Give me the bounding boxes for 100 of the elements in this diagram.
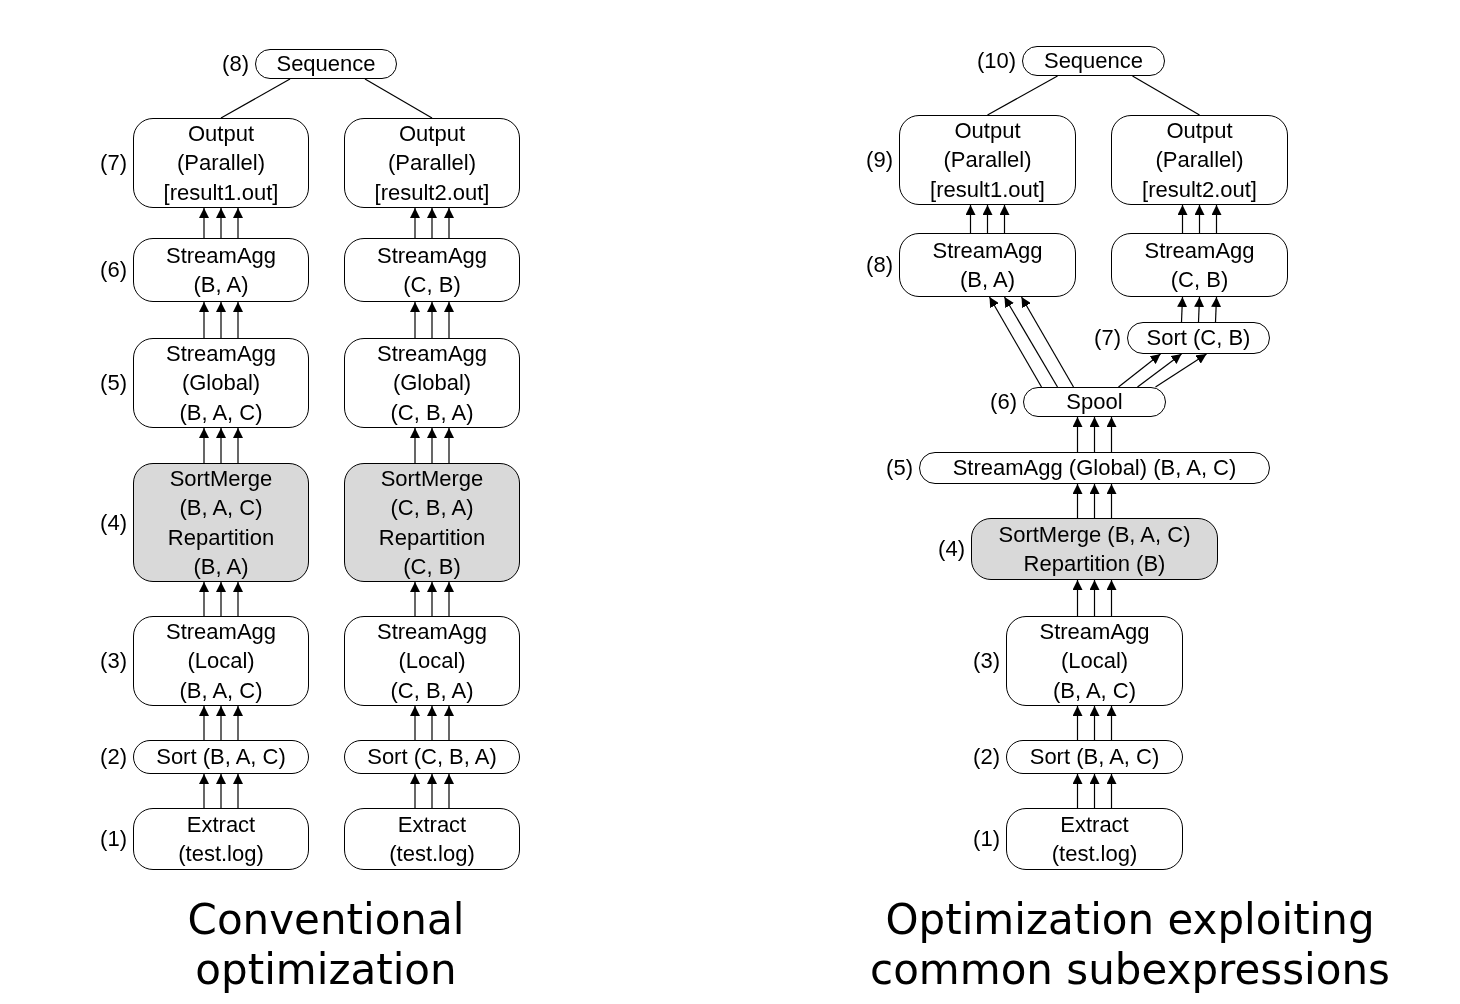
operator-label: StreamAgg (Global) (B, A, C) — [165, 339, 277, 427]
arrow — [1211, 204, 1222, 234]
operator-label: SortMerge (B, A, C) Repartition (B, A) — [167, 464, 275, 581]
arrow — [1072, 579, 1083, 617]
operator-label: Sequence — [276, 50, 376, 79]
arrow — [216, 705, 226, 741]
arrow — [410, 581, 420, 617]
arrow — [1211, 296, 1222, 323]
step-number: (6) — [100, 256, 127, 284]
operator-label: Sort (B, A, C) — [1029, 743, 1160, 772]
arrow — [1177, 296, 1188, 323]
arrow — [216, 773, 226, 809]
arrow — [427, 705, 437, 741]
arrow — [427, 207, 437, 239]
panel-caption: Optimization exploiting common subexpressions — [869, 895, 1391, 995]
arrow — [199, 773, 209, 809]
operator-box — [344, 808, 520, 870]
operator-label: Output (Parallel) [result1.out] — [163, 119, 279, 207]
step-number: (3) — [100, 647, 127, 675]
step-number: (8) — [866, 251, 893, 279]
arrow — [233, 207, 243, 239]
operator-label: SortMerge (B, A, C) Repartition (B) — [998, 520, 1191, 578]
operator-box — [255, 49, 397, 79]
arrow — [988, 296, 1043, 388]
arrow — [216, 581, 226, 617]
operator-label: SortMerge (C, B, A) Repartition (C, B) — [378, 464, 486, 581]
operator-box — [899, 115, 1076, 205]
arrow — [444, 705, 454, 741]
operator-label: StreamAgg (Local) (C, B, A) — [376, 617, 488, 705]
arrow — [199, 705, 209, 741]
arrow — [427, 427, 437, 464]
arrow — [1106, 416, 1117, 453]
operator-box — [919, 452, 1270, 484]
arrow — [216, 427, 226, 464]
operator-box — [133, 740, 309, 774]
arrow — [1177, 204, 1188, 234]
operator-box — [1023, 387, 1166, 417]
arrow — [1089, 483, 1100, 519]
step-number: (2) — [100, 743, 127, 771]
step-number: (4) — [938, 535, 965, 563]
operator-box — [1022, 46, 1165, 76]
operator-label: StreamAgg (C, B) — [1144, 236, 1255, 294]
connector-line — [364, 78, 433, 119]
arrow — [982, 204, 993, 234]
arrow — [1106, 773, 1117, 809]
operator-box — [344, 238, 520, 302]
step-number: (9) — [866, 146, 893, 174]
operator-box — [133, 238, 309, 302]
operator-label: Output (Parallel) [result1.out] — [930, 116, 1045, 204]
arrow — [199, 427, 209, 464]
arrow — [1154, 353, 1208, 388]
arrow — [427, 301, 437, 339]
operator-label: Sort (C, B) — [1146, 324, 1251, 353]
operator-box — [344, 740, 520, 774]
arrow — [199, 301, 209, 339]
arrow — [1020, 296, 1075, 388]
operator-box — [971, 518, 1218, 580]
arrow — [444, 427, 454, 464]
operator-label: Sort (C, B, A) — [367, 743, 497, 772]
arrow — [199, 207, 209, 239]
arrow — [233, 773, 243, 809]
arrow — [233, 427, 243, 464]
arrow — [1072, 705, 1083, 741]
connector-line — [1131, 75, 1201, 116]
operator-box — [1006, 808, 1183, 870]
arrow — [1194, 204, 1205, 234]
operator-label: Output (Parallel) [result2.out] — [1142, 116, 1257, 204]
arrow — [216, 301, 226, 339]
operator-box — [133, 616, 309, 706]
arrow — [199, 581, 209, 617]
arrow — [444, 581, 454, 617]
arrow — [410, 301, 420, 339]
arrow — [444, 301, 454, 339]
arrow — [233, 705, 243, 741]
arrow — [233, 581, 243, 617]
arrow — [427, 581, 437, 617]
step-number: (10) — [976, 47, 1016, 75]
operator-box — [899, 233, 1076, 297]
arrow — [1089, 773, 1100, 809]
operator-label: Extract (test.log) — [389, 810, 475, 868]
operator-label: StreamAgg (C, B) — [376, 241, 488, 299]
step-number: (8) — [222, 50, 249, 78]
panel-caption: Conventional optimization — [186, 895, 466, 995]
operator-box — [133, 338, 309, 428]
step-number: (1) — [100, 825, 127, 853]
arrow — [1003, 296, 1059, 388]
arrow — [1072, 416, 1083, 453]
operator-label: Output (Parallel) [result2.out] — [374, 119, 490, 207]
operator-box — [344, 118, 520, 208]
operator-box — [1006, 616, 1183, 706]
arrow — [1072, 773, 1083, 809]
arrow — [1089, 705, 1100, 741]
arrow — [427, 773, 437, 809]
operator-label: Spool — [1066, 388, 1123, 417]
operator-label: StreamAgg (B, A) — [165, 241, 277, 299]
operator-box — [344, 616, 520, 706]
operator-box — [1111, 115, 1288, 205]
operator-box — [1111, 233, 1288, 297]
arrow — [444, 207, 454, 239]
arrow — [444, 773, 454, 809]
